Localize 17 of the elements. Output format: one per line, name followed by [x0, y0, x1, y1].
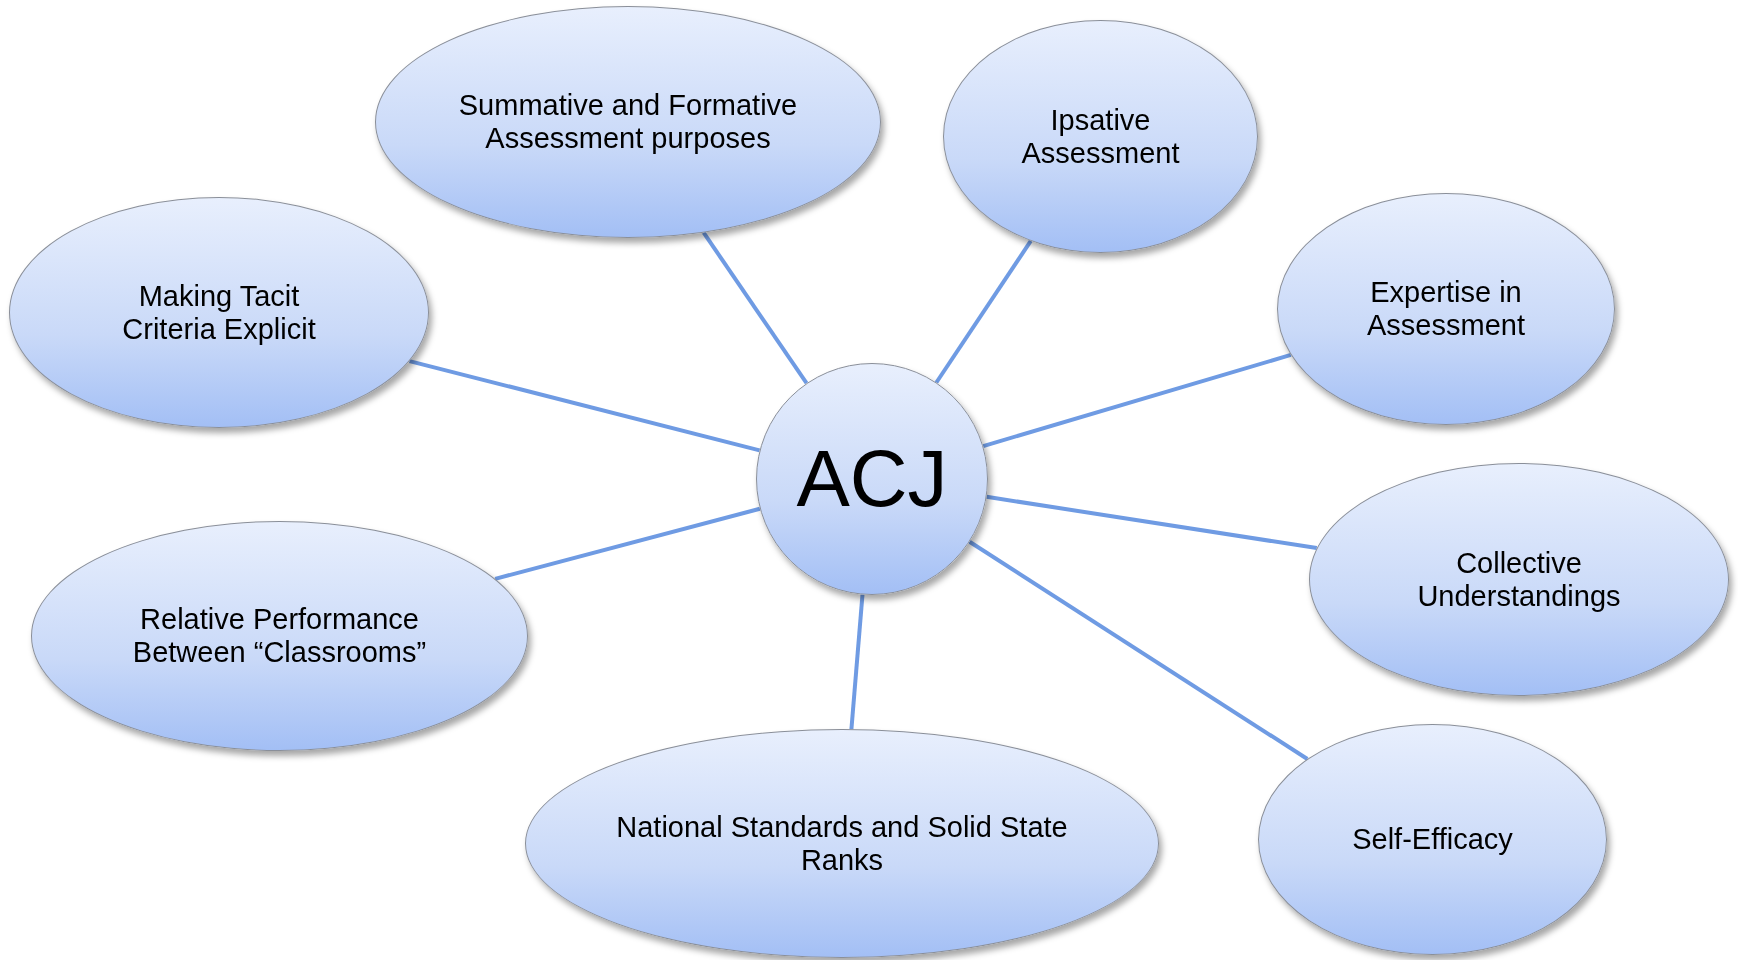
topic-label: Collective Understandings	[1416, 546, 1622, 613]
topic-label: Ipsative Assessment	[1020, 103, 1181, 170]
topic-label: Summative and Formative Assessment purposes	[458, 89, 798, 155]
connector-line	[986, 494, 1318, 551]
topic-label: Relative Performance Between “Classrooms”	[131, 603, 428, 669]
topic-label: Making Tacit Criteria Explicit	[121, 279, 317, 346]
connector-line	[409, 359, 761, 453]
connector-line	[934, 239, 1033, 384]
topic-label: Self-Efficacy	[1352, 823, 1513, 856]
connector-line	[849, 594, 865, 730]
connector-line	[982, 353, 1292, 448]
hub-label: ACJ	[796, 439, 948, 519]
connector-line	[702, 231, 809, 385]
topic-label: National Standards and Solid State Ranks	[615, 810, 1069, 877]
connector-line	[968, 540, 1309, 761]
connector-line	[494, 506, 761, 581]
topic-label: Expertise in Assessment	[1366, 276, 1526, 342]
